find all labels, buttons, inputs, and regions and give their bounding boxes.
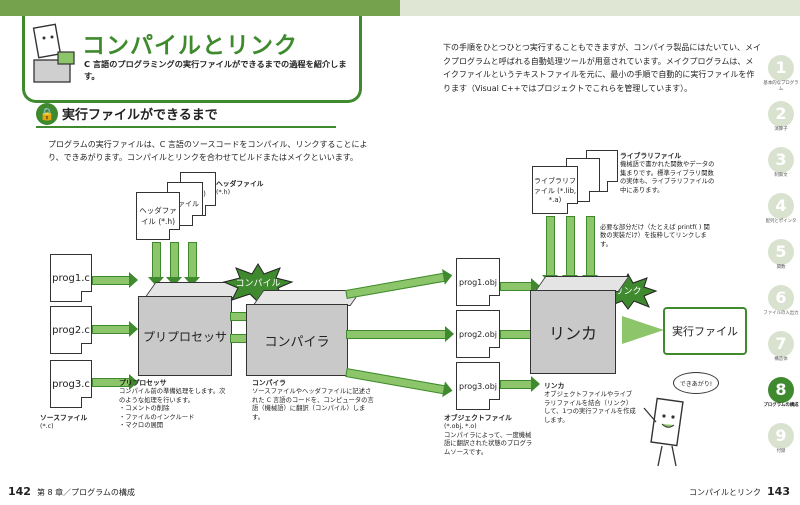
top-band-right <box>400 0 800 16</box>
arrow-header-1 <box>148 242 164 286</box>
arrow-obj-linker-1 <box>500 278 540 294</box>
link-burst-label: リンク <box>614 287 642 297</box>
footer-section: コンパイルとリンク <box>689 488 762 497</box>
arrow-to-result <box>622 316 664 344</box>
chapter-tab-number: 6 <box>768 285 794 311</box>
preprocessor-box: プリプロセッサ <box>138 296 232 376</box>
intro-paragraph: 下の手順をひとつひとつ実行することもできますが、コンパイラ製品にはたいてい、メイ… <box>443 43 761 93</box>
top-band-left <box>0 0 400 16</box>
lock-icon: 🔒 <box>36 103 58 125</box>
preprocessor-caption: プリプロセッサコンパイル前の準備処理をします。次のような処理を行います。・コメン… <box>119 379 226 430</box>
source-file-doc: prog3.c <box>50 360 92 408</box>
compiler-box: コンパイラ <box>246 304 348 376</box>
arrow-lib-1 <box>542 216 558 284</box>
chapter-tab-number: 2 <box>768 101 794 127</box>
object-caption: オブジェクトファイル(*.obj, *.o)コンパイラによって、一度機械語に翻訳… <box>444 414 533 456</box>
arrow-obj-linker-2 <box>500 326 540 342</box>
arrow-obj-linker-3 <box>500 376 540 392</box>
linker-caption: リンカオブジェクトファイルやライブラリファイルを結合（リンク）して、1つの実行フ… <box>544 382 636 424</box>
chapter-tab-number: 8 <box>768 377 794 403</box>
chapter-tab-label: 構造体 <box>774 357 788 362</box>
chapter-tab-label: プログラムの構成 <box>763 403 799 408</box>
chapter-tab-number: 3 <box>768 147 794 173</box>
section-body: プログラムの実行ファイルは、C 言語のソースコードをコンパイル、リンクすることに… <box>48 140 368 162</box>
page-number-right: 143 <box>767 485 790 498</box>
source-caption: ソースファイル(*.c) <box>40 414 88 431</box>
title-box <box>22 16 362 103</box>
library-file-doc: ライブラリファイル (*.lib, *.a) <box>532 166 578 214</box>
chapter-tab-label: 基本的なプログラム <box>763 81 799 92</box>
arrow-lib-3 <box>582 216 598 284</box>
library-caption: ライブラリファイル機械語で書かれた関数やデータの集まりです。標準ライブラリ関数の… <box>620 152 715 194</box>
page-title: コンパイルとリンク <box>82 33 298 59</box>
source-file-doc: prog2.c <box>50 306 92 354</box>
page-subtitle: C 言語のプログラミングの実行ファイルができるまでの過程を紹介します。 <box>84 59 347 81</box>
chapter-tab-label: 付録 <box>776 449 786 454</box>
linker-box: リンカ <box>530 290 616 374</box>
header-caption: ヘッダファイル(*.h) <box>216 180 264 197</box>
arrow-source-1 <box>92 272 138 288</box>
library-note: 必要な部分だけ（たとえば printf( ) 関数の実装だけ）を抜粋してリンクし… <box>600 224 710 248</box>
executable-file-box: 実行ファイル <box>663 307 747 355</box>
chapter-tab-label: 関数 <box>776 265 786 270</box>
document-mascot-icon <box>643 397 684 467</box>
arrow-source-3 <box>92 374 138 390</box>
source-file-doc: prog1.c <box>50 254 92 302</box>
chapter-tab-number: 7 <box>768 331 794 357</box>
arrow-header-2 <box>166 242 182 286</box>
header-file-doc: ヘッダファイル (*.h) <box>136 192 180 240</box>
chapter-tab-label: 演算子 <box>774 127 788 132</box>
arrow-source-2 <box>92 321 138 337</box>
section-underline <box>36 126 336 128</box>
chapter-tab-number: 4 <box>768 193 794 219</box>
chapter-tab-label: 制御文 <box>774 173 788 178</box>
section-title: 実行ファイルができるまで <box>62 108 218 123</box>
arrow-lib-2 <box>562 216 578 284</box>
chapter-tab-label: 配列とポインタ <box>765 219 797 224</box>
object-file-doc: prog3.obj <box>456 362 500 410</box>
arrow-compiler-obj-2 <box>346 326 454 342</box>
object-file-doc: prog2.obj <box>456 310 500 358</box>
footer-right: コンパイルとリンク 143 <box>689 485 790 498</box>
mascot-speech-bubble: できあがり! <box>673 372 719 394</box>
footer-left: 142 第 8 章／プログラムの構成 <box>8 485 135 498</box>
object-file-doc: prog1.obj <box>456 258 500 306</box>
arrow-compiler-obj-1 <box>345 272 446 299</box>
arrow-header-3 <box>184 242 200 286</box>
compiler-caption: コンパイラソースファイルやヘッダファイルに記述された C 言語のコードを、コンピ… <box>252 379 374 421</box>
computer-mascot-icon <box>32 23 75 83</box>
chapter-tab-label: ファイルの入出力 <box>763 311 799 316</box>
chapter-tab-number: 9 <box>768 423 794 449</box>
footer-chapter: 第 8 章／プログラムの構成 <box>36 488 135 497</box>
compile-burst-label: コンパイル <box>235 279 281 289</box>
page-number-left: 142 <box>8 485 31 498</box>
chapter-tab-number: 1 <box>768 55 794 81</box>
chapter-tab-number: 5 <box>768 239 794 265</box>
